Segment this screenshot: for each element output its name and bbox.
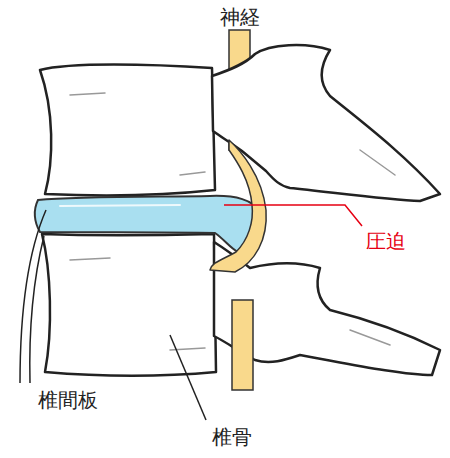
part-label: 圧迫 (366, 229, 406, 253)
leader-line (20, 210, 46, 383)
part-label: 神経 (220, 5, 260, 29)
disc-highlight (60, 205, 180, 206)
vertebra-body (40, 65, 215, 196)
nerve (232, 300, 253, 390)
leader-line (224, 205, 362, 226)
compressed-nerve (210, 140, 266, 272)
part-label: 椎骨 (212, 425, 252, 449)
leader-line (30, 236, 44, 383)
part-label: 椎間板 (38, 388, 98, 412)
vertebra-body (42, 234, 216, 376)
leader-line (170, 335, 206, 420)
